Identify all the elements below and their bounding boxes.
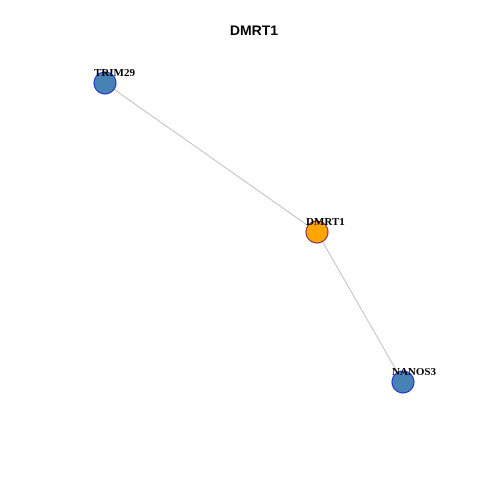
- edge-trim29-dmrt1: [104, 82, 318, 233]
- nodes-layer: [93, 71, 415, 394]
- edges-layer: [104, 82, 404, 383]
- diagram-title: DMRT1: [230, 22, 278, 38]
- node-label-nanos3: NANOS3: [392, 366, 437, 378]
- node-label-dmrt1: DMRT1: [306, 216, 345, 228]
- node-nanos3: [391, 370, 415, 394]
- node-label-trim29: TRIM29: [94, 67, 135, 79]
- node-trim29: [93, 71, 117, 95]
- node-dmrt1: [305, 220, 329, 244]
- edge-dmrt1-nanos3: [316, 231, 404, 383]
